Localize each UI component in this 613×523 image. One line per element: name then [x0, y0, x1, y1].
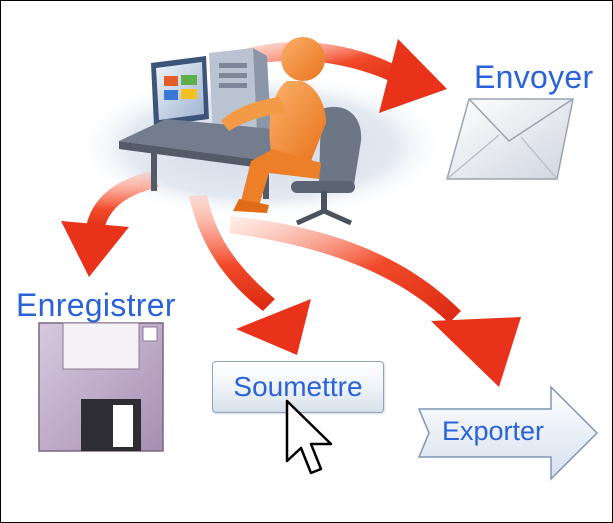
soumettre-button[interactable]: Soumettre: [212, 361, 384, 413]
arrow-to-envoyer: [216, 39, 447, 113]
arrow-to-exporter: [229, 216, 521, 387]
floppy-disk-icon: [38, 322, 164, 452]
export-arrow-icon: [417, 385, 599, 481]
envelope-icon: [446, 98, 574, 180]
enregistrer-label[interactable]: Enregistrer: [16, 287, 176, 323]
exporter-label[interactable]: Exporter: [442, 416, 545, 446]
arrow-to-enregistrer: [61, 171, 159, 277]
person-at-computer-icon: [221, 37, 326, 213]
envoyer-label[interactable]: Envoyer: [474, 59, 594, 95]
arrow-to-soumettre: [189, 195, 311, 355]
office-chair-icon: [291, 106, 362, 226]
